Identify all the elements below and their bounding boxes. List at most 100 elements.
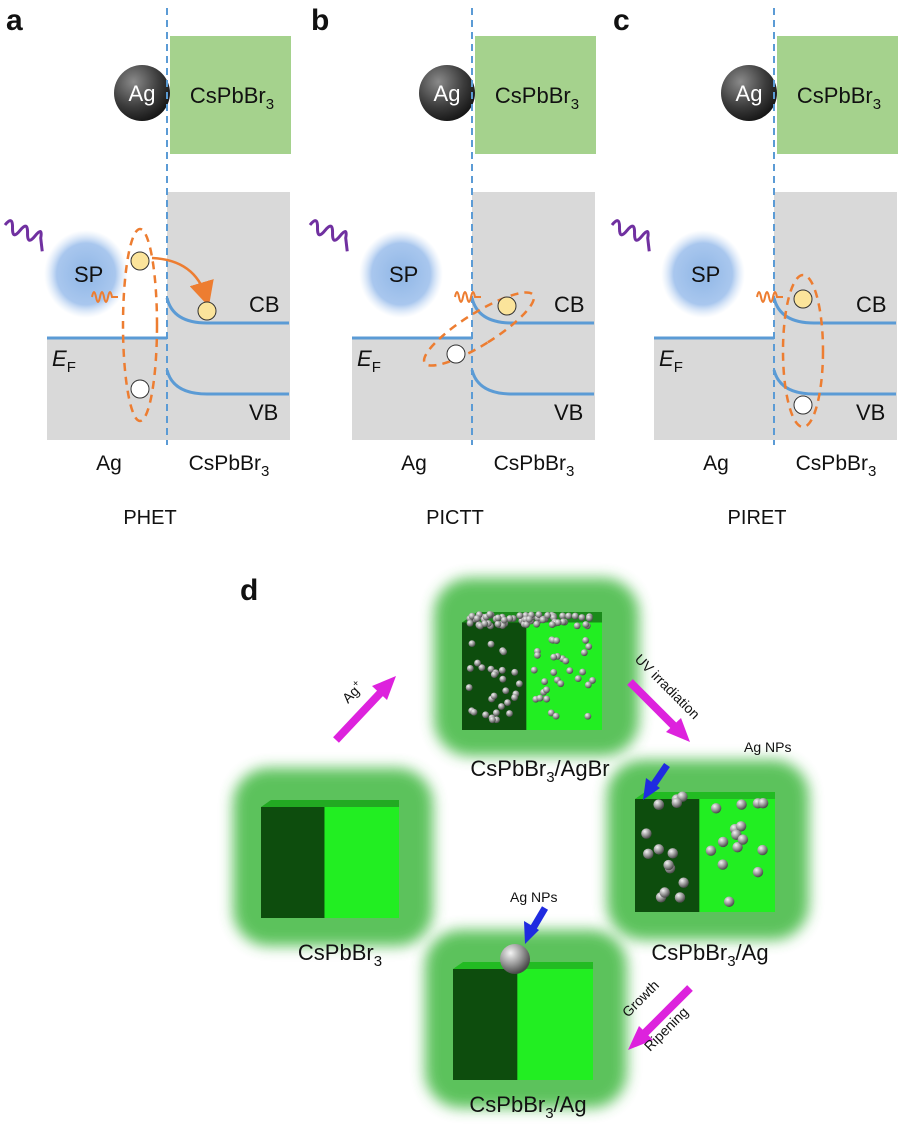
arrow-growth-ripening: Growth Ripening bbox=[619, 977, 693, 1054]
ag-nanoparticle bbox=[557, 680, 565, 688]
vb-band-line bbox=[772, 369, 896, 396]
ag-nanoparticle bbox=[710, 803, 722, 814]
ag-nanoparticle bbox=[506, 615, 514, 622]
ag-nanoparticle bbox=[671, 797, 683, 809]
semiconductor-region bbox=[167, 192, 290, 440]
ag-nanoparticle bbox=[533, 620, 541, 628]
ag-nanoparticle bbox=[466, 619, 474, 627]
ag-nanoparticle bbox=[582, 636, 590, 644]
ag-nanoparticle bbox=[468, 640, 476, 648]
energy-wave-icon bbox=[454, 291, 481, 303]
semiconductor-axis-label: CsPbBr3 bbox=[189, 452, 270, 480]
ag-nanoparticle bbox=[487, 640, 495, 648]
panel-letter-d: d bbox=[240, 574, 258, 607]
ag-nanoparticle bbox=[530, 666, 538, 674]
cube-left-label: CsPbBr3 bbox=[298, 940, 382, 970]
cube-cspbbr3-agbr bbox=[434, 578, 639, 756]
ag-nanoparticle bbox=[494, 614, 502, 622]
ag-nanoparticle bbox=[653, 844, 665, 855]
panel-letter-a: a bbox=[6, 4, 23, 37]
ag-nanoparticle bbox=[732, 842, 743, 853]
cspbbr3-block-label: CsPbBr3 bbox=[190, 83, 274, 113]
ag-nanoparticle bbox=[559, 612, 567, 620]
mechanism-label: PICTT bbox=[426, 507, 484, 529]
vb-label: VB bbox=[856, 400, 885, 425]
hot-carrier-dashed-loop bbox=[121, 227, 159, 423]
metal-axis-label: Ag bbox=[703, 452, 729, 475]
ag-nanoparticle bbox=[582, 621, 590, 628]
cb-band-line bbox=[165, 297, 289, 325]
energy-wave-icon bbox=[91, 291, 118, 303]
ag-nanoparticle bbox=[574, 675, 582, 683]
ag-nanoparticle bbox=[584, 712, 592, 720]
cb-label: CB bbox=[554, 292, 585, 317]
vb-hole bbox=[793, 395, 813, 415]
cube-top-face bbox=[261, 800, 399, 807]
ag-nanoparticle bbox=[548, 621, 556, 629]
fermi-label: EF bbox=[659, 346, 683, 376]
ag-nanoparticle bbox=[547, 709, 555, 717]
ag-nanoparticle bbox=[723, 896, 735, 907]
ag-nanoparticle bbox=[573, 622, 581, 630]
ag-nanoparticle bbox=[717, 859, 728, 870]
interface-hole bbox=[446, 344, 466, 364]
ag-nanoparticle bbox=[705, 845, 717, 856]
ag-nps-pointer-bottom: Ag NPs bbox=[510, 889, 557, 944]
ag-nanoparticle bbox=[571, 612, 579, 620]
ag-nanoparticle bbox=[534, 651, 541, 659]
ag-nanoparticle bbox=[492, 709, 500, 717]
cube-right-label: CsPbBr3/Ag bbox=[651, 940, 768, 970]
ag-nanoparticle bbox=[473, 615, 481, 622]
ag-nanoparticle bbox=[525, 615, 533, 623]
vb-label: VB bbox=[249, 400, 278, 425]
ag-nanoparticle bbox=[490, 692, 498, 700]
photon-wave-icon bbox=[308, 219, 349, 252]
vb-band-line bbox=[165, 369, 289, 396]
mechanism-label: PIRET bbox=[728, 507, 787, 529]
ag-nanoparticle bbox=[735, 821, 747, 832]
cube-top-face bbox=[635, 792, 775, 799]
ag-nps-pointer-right: Ag NPs bbox=[643, 739, 791, 800]
mechanism-label: PHET bbox=[123, 507, 176, 529]
ag-nanoparticle bbox=[500, 616, 508, 624]
cube-top-label: CsPbBr3/AgBr bbox=[470, 756, 609, 786]
cube-cspbbr3 bbox=[233, 768, 433, 946]
ag-nanoparticle bbox=[498, 666, 506, 674]
cb-label: CB bbox=[249, 292, 280, 317]
ag-nanoparticle bbox=[465, 684, 473, 691]
ag-nanoparticle bbox=[641, 828, 652, 839]
electron-transfer-arrow bbox=[151, 256, 214, 307]
ag-nanoparticle bbox=[550, 653, 558, 661]
ag-nanoparticle bbox=[494, 620, 502, 628]
ag-nanoparticle bbox=[736, 799, 747, 810]
cube-dark-face bbox=[453, 969, 518, 1080]
ag-sphere-label: Ag bbox=[129, 81, 156, 106]
ag-nanoparticle bbox=[499, 675, 507, 683]
ag-nanoparticle bbox=[486, 610, 494, 618]
ag-nanoparticle bbox=[539, 616, 547, 624]
ag-nanoparticle bbox=[474, 659, 481, 667]
ag-nanoparticle bbox=[552, 712, 560, 720]
charge-transfer-dashed-loop bbox=[422, 291, 536, 367]
cube-cspbbr3-ag-large-np bbox=[425, 930, 627, 1108]
surface-plasmon-glow bbox=[44, 230, 128, 318]
interface-electron bbox=[497, 296, 517, 316]
ag-sphere-label: Ag bbox=[736, 81, 763, 106]
ag-nanoparticle bbox=[579, 668, 586, 676]
cube-bright-face bbox=[324, 807, 399, 918]
ag-nanoparticle bbox=[566, 667, 574, 675]
cspbbr3-block bbox=[475, 36, 596, 154]
ag-nanoparticle bbox=[504, 699, 511, 706]
ag-nanoparticle bbox=[585, 614, 593, 622]
ag-nanoparticle bbox=[659, 887, 670, 898]
ag-sphere bbox=[721, 65, 777, 121]
ag-nanoparticle bbox=[565, 612, 573, 620]
cb-electron bbox=[793, 289, 813, 309]
ag-nanoparticle bbox=[674, 892, 686, 903]
sp-label: SP bbox=[74, 262, 103, 287]
ag-nanoparticle bbox=[482, 711, 489, 719]
